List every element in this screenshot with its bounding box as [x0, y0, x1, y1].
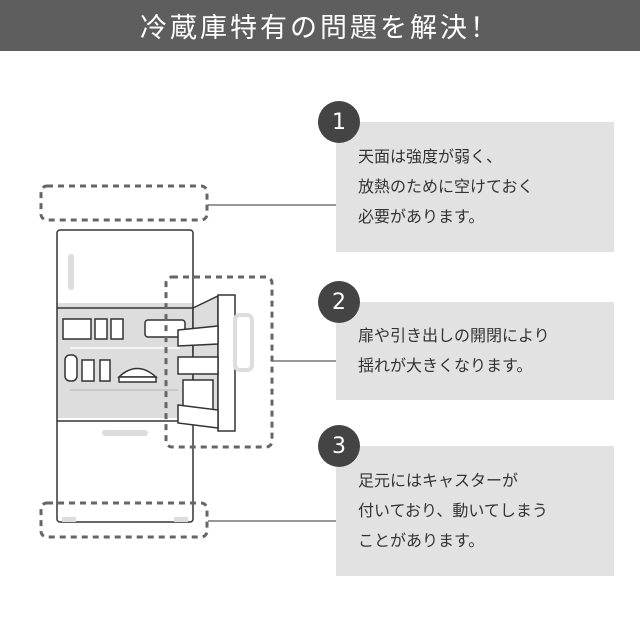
- number-badge-1: 1: [318, 101, 360, 143]
- text-line: 必要があります。: [358, 207, 485, 226]
- text-line: 天面は強度が弱く、: [358, 147, 503, 166]
- text-line: 放熱のために空けておく: [358, 177, 534, 196]
- text-line: 揺れが大きくなります。: [358, 356, 533, 375]
- number-badge-2: 2: [318, 281, 360, 323]
- text-line: 足元にはキャスターが: [358, 471, 519, 490]
- door-area-highlight: [164, 275, 274, 449]
- info-box-door: 扉や引き出しの開閉により 揺れが大きくなります。: [336, 302, 614, 400]
- bottom-area-highlight: [39, 501, 209, 539]
- page-title: 冷蔵庫特有の問題を解決！: [0, 0, 640, 51]
- fridge-icon: [56, 229, 254, 523]
- text-line: 扉や引き出しの開閉により: [358, 326, 550, 345]
- info-box-top: 天面は強度が弱く、 放熱のために空けておく 必要があります。: [336, 122, 614, 252]
- number-badge-3: 3: [318, 425, 360, 467]
- text-line: 付いており、動いてしまう: [358, 501, 548, 520]
- info-box-bottom: 足元にはキャスターが 付いており、動いてしまう ことがあります。: [336, 446, 614, 576]
- text-line: ことがあります。: [358, 531, 485, 550]
- top-area-highlight: [39, 184, 209, 222]
